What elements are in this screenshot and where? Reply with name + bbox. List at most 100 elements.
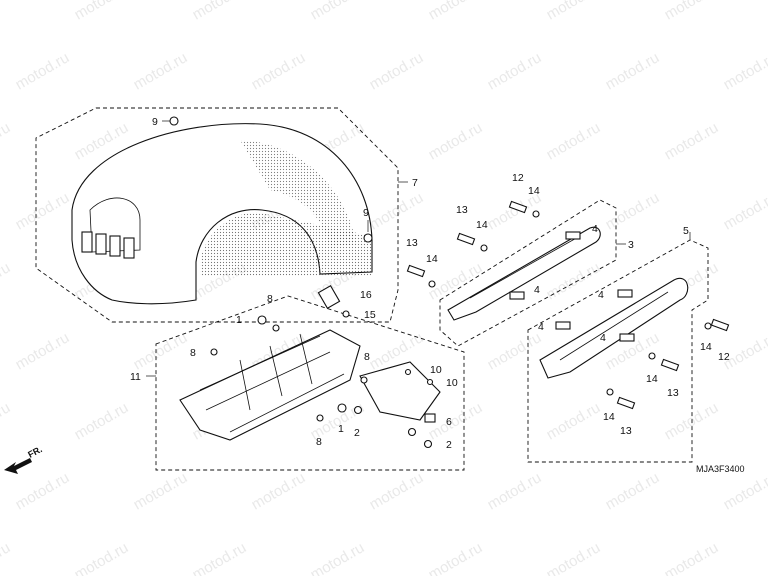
rear-frame xyxy=(179,329,361,441)
callout-8c: 8 xyxy=(364,351,370,363)
callout-5: 5 xyxy=(683,225,689,237)
watermark-text: motod.ru xyxy=(72,399,132,443)
rubber-4-d xyxy=(555,321,571,330)
frame-crossmembers xyxy=(239,333,313,411)
clip-10a xyxy=(404,368,412,376)
watermark-text: motod.ru xyxy=(544,539,604,576)
watermark-text: motod.ru xyxy=(544,119,604,163)
watermark-text: motod.ru xyxy=(190,539,250,576)
nut-8-left xyxy=(210,348,218,356)
watermark-text: motod.ru xyxy=(72,0,132,23)
callout-10a: 10 xyxy=(430,364,442,376)
callout-15: 15 xyxy=(364,309,376,321)
side-cover-5-group xyxy=(527,232,709,463)
fasteners xyxy=(406,200,730,410)
callout-11: 11 xyxy=(130,371,141,383)
taillight-housing xyxy=(89,197,141,253)
watermark-text: motod.ru xyxy=(662,539,722,576)
washer-14-top xyxy=(532,210,540,218)
watermark-text: motod.ru xyxy=(603,469,663,513)
watermark-text: motod.ru xyxy=(72,539,132,576)
callout-labels: 9 9 7 8 1 8 11 16 15 8 10 10 6 1 2 2 8 1… xyxy=(26,116,744,474)
watermark-text: motod.ru xyxy=(131,329,191,373)
watermark-text: motod.ru xyxy=(426,0,486,23)
watermark-text: motod.ru xyxy=(0,119,13,163)
nut-8-bottom xyxy=(316,414,324,422)
side-cover-right xyxy=(447,226,601,321)
watermark-text: motod.ru xyxy=(13,49,73,93)
callout-14b: 14 xyxy=(476,219,488,231)
callout-3: 3 xyxy=(628,239,634,251)
callout-12a: 12 xyxy=(512,172,524,184)
front-direction-arrow xyxy=(4,458,32,474)
callout-13a: 13 xyxy=(456,204,468,216)
callout-8b: 8 xyxy=(190,347,196,359)
rubber-2b xyxy=(407,427,417,437)
watermark-text: motod.ru xyxy=(662,119,722,163)
callout-4e: 4 xyxy=(600,332,606,344)
callout-13b: 13 xyxy=(406,237,418,249)
bolt-16 xyxy=(317,284,341,310)
callout-2a: 2 xyxy=(354,427,360,439)
watermark-text: motod.ru xyxy=(426,119,486,163)
watermark-text: motod.ru xyxy=(662,399,722,443)
callout-12b: 12 xyxy=(718,351,730,363)
callout-6: 6 xyxy=(446,416,452,428)
front-arrow-label: FR. xyxy=(26,444,43,460)
grommet-9-top xyxy=(169,116,179,126)
watermark-text: motod.ru xyxy=(249,469,309,513)
watermark-text: motod.ru xyxy=(544,0,604,23)
bolt-12-right xyxy=(710,318,730,332)
callout-4c: 4 xyxy=(598,289,604,301)
cover-5-edge xyxy=(559,291,669,361)
watermark-text: motod.ru xyxy=(485,329,545,373)
watermark-text: motod.ru xyxy=(485,469,545,513)
watermark-text: motod.ru xyxy=(13,189,73,233)
callout-13c: 13 xyxy=(667,387,679,399)
callout-8a: 8 xyxy=(267,293,273,305)
callout-8d: 8 xyxy=(316,436,322,448)
rubber-4-b xyxy=(509,291,525,300)
callout-14e: 14 xyxy=(646,373,658,385)
callout-13d: 13 xyxy=(620,425,632,437)
washer-14-left xyxy=(428,280,436,288)
callout-14d: 14 xyxy=(700,341,712,353)
rear-frame-group xyxy=(146,284,465,471)
callout-4b: 4 xyxy=(534,284,540,296)
watermark-text: motod.ru xyxy=(426,539,486,576)
watermark-text: motod.ru xyxy=(367,469,427,513)
watermark-text: motod.ru xyxy=(13,469,73,513)
watermark-text: motod.ru xyxy=(544,399,604,443)
collar-1-bottom xyxy=(337,403,347,413)
watermark-text: motod.ru xyxy=(485,49,545,93)
callout-2b: 2 xyxy=(446,439,452,451)
bolt-13-bottom xyxy=(616,396,636,410)
grommet-9-right xyxy=(363,233,373,243)
diagram-code: MJA3F3400 xyxy=(696,464,745,474)
watermark-text: motod.ru xyxy=(131,49,191,93)
cover-3-edge xyxy=(469,235,581,299)
callout-9b: 9 xyxy=(363,207,369,219)
bolt-12-top xyxy=(508,200,528,214)
washer-14-right xyxy=(704,322,712,330)
cover-3-outline-box xyxy=(439,199,617,347)
bolt-13-mid xyxy=(406,264,426,278)
callout-4a: 4 xyxy=(592,223,598,235)
rubber-4-c xyxy=(617,289,633,298)
callout-10b: 10 xyxy=(446,377,458,389)
nut-8-right xyxy=(360,376,368,384)
fender-shading xyxy=(240,140,356,248)
taillight-lens xyxy=(81,231,135,259)
watermark-text: motod.ru xyxy=(0,259,13,303)
callout-14c: 14 xyxy=(426,253,438,265)
callout-1b: 1 xyxy=(338,423,344,435)
cover-5-outline-box xyxy=(527,239,709,463)
washer-14-mid xyxy=(480,244,488,252)
watermark-text: motod.ru xyxy=(721,49,768,93)
watermark-text: motod.ru xyxy=(0,0,13,23)
callout-1a: 1 xyxy=(236,314,242,326)
washer-14-bottom xyxy=(606,388,614,396)
callout-9a: 9 xyxy=(152,116,158,128)
watermark-text: motod.ru xyxy=(13,329,73,373)
